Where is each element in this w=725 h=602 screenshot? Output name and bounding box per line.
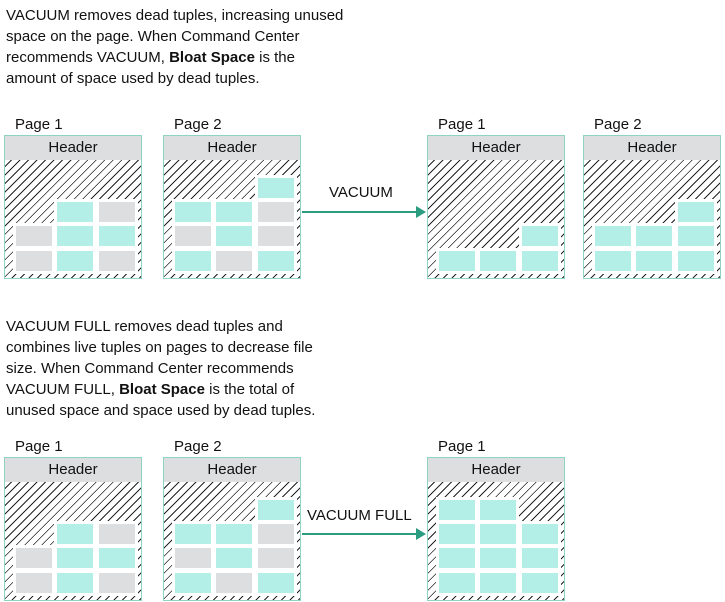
live-tuple: [480, 524, 516, 544]
live-tuple: [175, 524, 211, 544]
live-tuple: [636, 226, 672, 246]
live-tuple: [175, 202, 211, 222]
live-tuple: [57, 226, 93, 246]
live-tuple: [258, 500, 294, 520]
page-label: Page 1: [15, 116, 63, 133]
live-tuple: [678, 251, 714, 271]
page-label: Page 2: [594, 116, 642, 133]
dead-tuple: [16, 226, 52, 246]
dead-tuple: [16, 573, 52, 593]
page-top-before: Header: [4, 135, 142, 279]
dead-tuple: [216, 251, 252, 271]
live-tuple: [57, 251, 93, 271]
live-tuple: [216, 226, 252, 246]
dead-tuple: [99, 202, 135, 222]
live-tuple: [595, 226, 631, 246]
live-tuple: [57, 573, 93, 593]
live-tuple: [439, 251, 475, 271]
live-tuple: [678, 226, 714, 246]
dead-tuple: [16, 548, 52, 568]
page-header: Header: [584, 136, 720, 160]
page-top-after: Header: [583, 135, 721, 279]
page-label: Page 1: [438, 438, 486, 455]
live-tuple: [57, 202, 93, 222]
live-tuple: [522, 548, 558, 568]
dead-tuple: [175, 226, 211, 246]
live-tuple: [480, 251, 516, 271]
live-tuple: [480, 500, 516, 520]
page-header: Header: [164, 136, 300, 160]
vacuum-description: VACUUM removes dead tuples, increasing u…: [6, 5, 346, 89]
dead-tuple: [16, 251, 52, 271]
live-tuple: [439, 548, 475, 568]
live-tuple: [480, 573, 516, 593]
dead-tuple: [258, 226, 294, 246]
live-tuple: [175, 251, 211, 271]
live-tuple: [99, 548, 135, 568]
text: is the total of unused space and space u…: [6, 381, 316, 419]
dead-tuple: [216, 573, 252, 593]
page-header: Header: [5, 136, 141, 160]
live-tuple: [175, 573, 211, 593]
dead-tuple: [99, 251, 135, 271]
dead-tuple: [258, 202, 294, 222]
dead-tuple: [258, 524, 294, 544]
dead-tuple: [99, 573, 135, 593]
text: VACUUM removes dead tuples, increasing u…: [6, 7, 344, 66]
live-tuple: [216, 202, 252, 222]
page-header: Header: [164, 458, 300, 482]
live-tuple: [522, 573, 558, 593]
live-tuple: [258, 251, 294, 271]
live-tuple: [439, 524, 475, 544]
live-tuple: [258, 573, 294, 593]
vacuum-arrow: [302, 206, 426, 218]
live-tuple: [439, 500, 475, 520]
page-header: Header: [428, 458, 564, 482]
page-bottom-after: Header: [427, 457, 565, 601]
page-top-before: Header: [163, 135, 301, 279]
page-bottom-before: Header: [163, 457, 301, 601]
live-tuple: [678, 202, 714, 222]
vacuum-full-label: VACUUM FULL: [307, 507, 412, 524]
live-tuple: [595, 251, 631, 271]
page-header: Header: [5, 458, 141, 482]
page-top-after: Header: [427, 135, 565, 279]
page-header: Header: [428, 136, 564, 160]
live-tuple: [216, 524, 252, 544]
page-bottom-before: Header: [4, 457, 142, 601]
live-tuple: [439, 573, 475, 593]
live-tuple: [99, 226, 135, 246]
page-label: Page 1: [15, 438, 63, 455]
live-tuple: [258, 178, 294, 198]
live-tuple: [522, 226, 558, 246]
vacuum-label: VACUUM: [329, 184, 393, 201]
bold-term: Bloat Space: [169, 49, 255, 66]
page-label: Page 2: [174, 116, 222, 133]
live-tuple: [522, 524, 558, 544]
live-tuple: [480, 548, 516, 568]
live-tuple: [57, 548, 93, 568]
dead-tuple: [175, 548, 211, 568]
text: VACUUM FULL removes dead tuples and comb…: [6, 318, 313, 398]
live-tuple: [636, 251, 672, 271]
vacuum-full-description: VACUUM FULL removes dead tuples and comb…: [6, 316, 346, 421]
live-tuple: [522, 251, 558, 271]
page-label: Page 2: [174, 438, 222, 455]
dead-tuple: [99, 524, 135, 544]
live-tuple: [57, 524, 93, 544]
bold-term: Bloat Space: [119, 381, 205, 398]
live-tuple: [216, 548, 252, 568]
page-label: Page 1: [438, 116, 486, 133]
vacuum-full-arrow: [302, 528, 426, 540]
text: is the amount of space used by dead tupl…: [6, 49, 295, 87]
dead-tuple: [258, 548, 294, 568]
